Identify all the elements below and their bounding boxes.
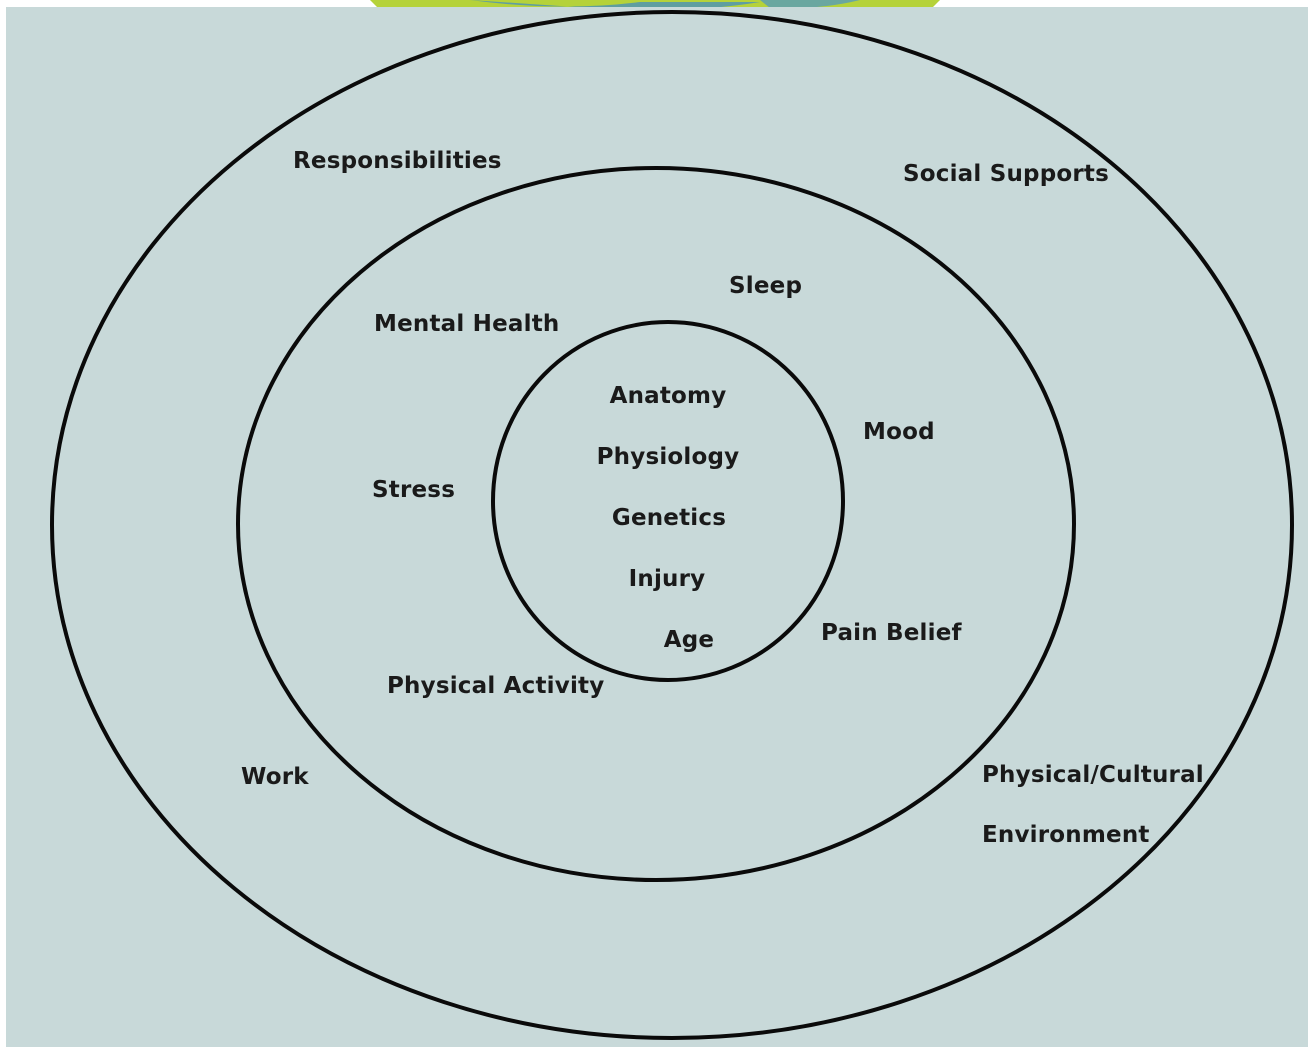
label-stress: Stress <box>372 477 455 503</box>
label-genetics: Genetics <box>612 505 726 531</box>
label-anatomy: Anatomy <box>610 383 727 409</box>
label-environment: Environment <box>982 822 1150 848</box>
outer-ring <box>50 10 1294 1040</box>
middle-ring <box>236 166 1076 882</box>
label-physiology: Physiology <box>597 444 740 470</box>
label-social-supports: Social Supports <box>903 161 1109 187</box>
label-mood: Mood <box>863 419 935 445</box>
label-injury: Injury <box>629 566 706 592</box>
label-physical-activity: Physical Activity <box>387 673 604 699</box>
label-responsibilities: Responsibilities <box>293 148 502 174</box>
inner-ring <box>491 320 845 682</box>
label-age: Age <box>664 627 714 653</box>
label-sleep: Sleep <box>729 273 802 299</box>
label-mental-health: Mental Health <box>374 311 560 337</box>
label-pain-belief: Pain Belief <box>821 620 963 646</box>
diagram-background <box>6 7 1308 1047</box>
label-physical-cultural: Physical/Cultural <box>982 762 1204 788</box>
label-work: Work <box>241 764 309 790</box>
